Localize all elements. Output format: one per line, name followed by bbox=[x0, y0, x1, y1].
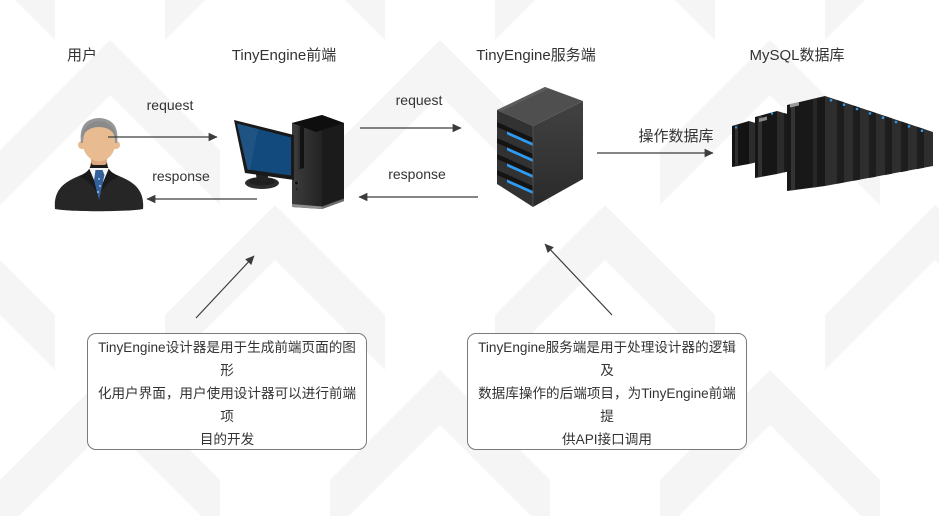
note-line: 供API接口调用 bbox=[562, 432, 652, 447]
edge-label-response-2: response bbox=[388, 166, 446, 182]
note-line: 目的开发 bbox=[199, 432, 255, 447]
desktop-computer-icon bbox=[234, 115, 344, 209]
arrow-note-to-server bbox=[544, 243, 613, 316]
user-avatar-icon bbox=[54, 118, 144, 212]
edge-label-request-2: request bbox=[395, 92, 443, 108]
server-rack-cluster-icon bbox=[732, 96, 933, 191]
edge-label-operate-db: 操作数据库 bbox=[638, 128, 714, 145]
edge-label-response-1: response bbox=[152, 168, 210, 184]
note-line: TinyEngine设计器是用于生成前端页面的图形 bbox=[98, 340, 356, 378]
server-drive-slots bbox=[497, 122, 533, 194]
note-line: 化用户界面，用户使用设计器可以进行前端项 bbox=[97, 386, 357, 424]
note-frontend-description: TinyEngine设计器是用于生成前端页面的图形 化用户界面，用户使用设计器可… bbox=[87, 333, 367, 450]
note-line: 数据库操作的后端项目，为TinyEngine前端提 bbox=[478, 386, 736, 424]
node-label-frontend: TinyEngine前端 bbox=[231, 47, 337, 64]
arrow-note-to-frontend bbox=[195, 255, 255, 319]
node-label-mysql: MySQL数据库 bbox=[749, 47, 845, 64]
node-label-user: 用户 bbox=[66, 47, 98, 64]
edge-label-request-1: request bbox=[146, 97, 194, 113]
node-label-server: TinyEngine服务端 bbox=[476, 47, 596, 64]
rack-large bbox=[787, 96, 933, 191]
note-line: TinyEngine服务端是用于处理设计器的逻辑及 bbox=[478, 340, 736, 378]
note-server-description: TinyEngine服务端是用于处理设计器的逻辑及 数据库操作的后端项目，为Ti… bbox=[467, 333, 747, 450]
server-tower-icon bbox=[497, 87, 583, 207]
